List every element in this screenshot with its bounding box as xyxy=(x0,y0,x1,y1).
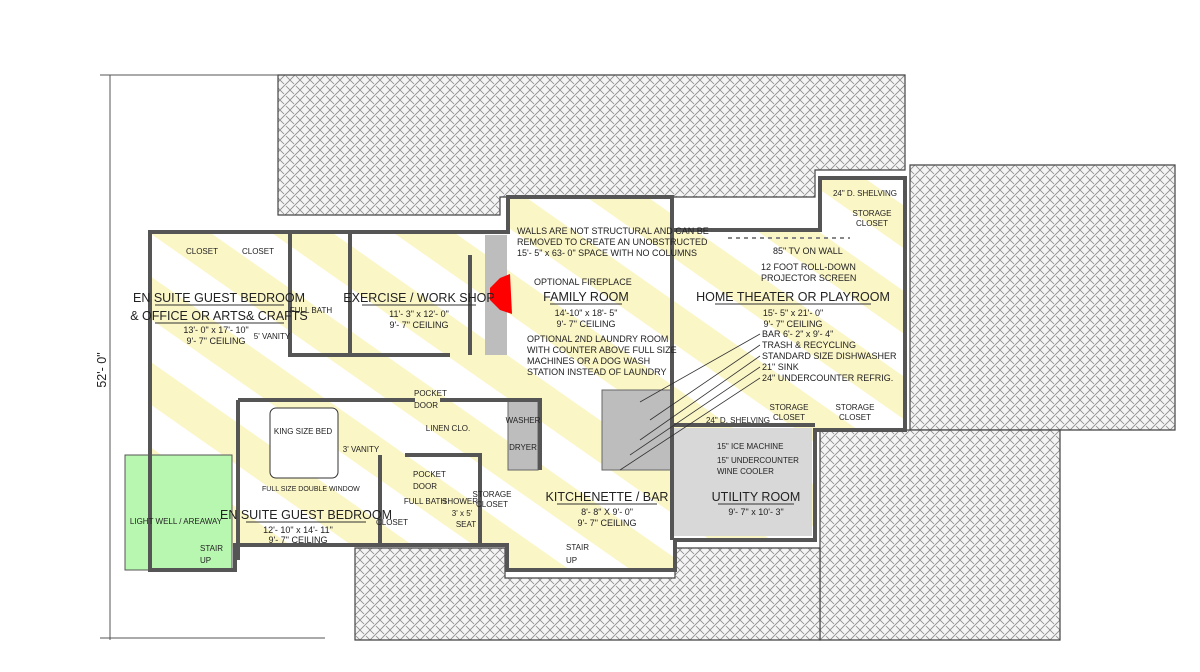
room-name-exercise: EXERCISE / WORK SHOP xyxy=(343,291,494,305)
storage-label: STORAGE xyxy=(770,403,809,412)
laundry-note: STATION INSTEAD OF LAUNDRY xyxy=(527,367,667,377)
room-name-utility: UTILITY ROOM xyxy=(712,490,801,504)
room-ceiling: 9'- 7" CEILING xyxy=(269,535,328,545)
pocket-door-label: POCKET xyxy=(413,470,446,479)
room-ceiling: 9'- 7" CEILING xyxy=(390,320,449,330)
closet-label: CLOSET xyxy=(186,247,218,256)
room-dims: 15'- 5" x 21'- 0" xyxy=(763,308,823,318)
bar-note: STANDARD SIZE DISHWASHER xyxy=(762,351,897,361)
laundry-note: WITH COUNTER ABOVE FULL SIZE xyxy=(527,345,677,355)
projector-note: PROJECTOR SCREEN xyxy=(761,273,856,283)
shelving-label: 24" D. SHELVING xyxy=(833,189,897,198)
room-dims: 12'- 10" x 14'- 11" xyxy=(263,525,333,535)
closet-label: CLOSET xyxy=(773,413,805,422)
laundry-note: OPTIONAL 2ND LAUNDRY ROOM xyxy=(527,334,668,344)
stair-label: STAIR xyxy=(566,543,589,552)
wine-cooler-note: WINE COOLER xyxy=(717,467,774,476)
walls-note: REMOVED TO CREATE AN UNOBSTRUCTED xyxy=(517,237,708,247)
bar-counter xyxy=(601,389,673,471)
fireplace-note: OPTIONAL FIREPLACE xyxy=(534,277,632,287)
shower-size-label: 3' x 5' xyxy=(452,509,473,518)
ice-machine-note: 15" ICE MACHINE xyxy=(717,442,783,451)
wine-cooler-note: 15" UNDERCOUNTER xyxy=(717,456,799,465)
room-dims: 14'-10" x 18'- 5" xyxy=(555,308,618,318)
closet-label: CLOSET xyxy=(376,518,408,527)
room-ceiling: 9'- 7" CEILING xyxy=(557,319,616,329)
bar-note: BAR 6'- 2" x 9'- 4" xyxy=(762,329,833,339)
stair-label: UP xyxy=(566,556,577,565)
room-ceiling: 9'- 7" CEILING xyxy=(187,336,246,346)
laundry-note: MACHINES OR A DOG WASH xyxy=(527,356,650,366)
pocket-door-label: DOOR xyxy=(413,482,437,491)
pocket-door-label: DOOR xyxy=(414,401,438,410)
room-name-guest-bedroom: EN SUITE GUEST BEDROOM xyxy=(220,508,392,522)
washer-label: WASHER xyxy=(506,416,541,425)
king-bed-icon xyxy=(269,407,339,479)
storage-label: STORAGE xyxy=(473,490,512,499)
projector-note: 12 FOOT ROLL-DOWN xyxy=(761,262,856,272)
storage-label: STORAGE xyxy=(853,209,892,218)
room-ceiling: 9'- 7" CEILING xyxy=(764,319,823,329)
bar-note: 21" SINK xyxy=(762,362,799,372)
room-ceiling: 9'- 7" CEILING xyxy=(578,518,637,528)
room-name-kitchenette: KITCHENETTE / BAR xyxy=(546,490,669,504)
stair-label: STAIR xyxy=(200,544,223,553)
exterior-hatch xyxy=(277,74,1176,641)
king-bed-label: KING SIZE BED xyxy=(274,427,332,436)
stair-label: UP xyxy=(200,556,211,565)
full-bath-label: FULL BATH xyxy=(404,497,446,506)
room-dims: 8'- 8" X 9'- 0" xyxy=(581,507,633,517)
linen-closet-label: LINEN CLO. xyxy=(426,424,470,433)
vanity-label: 5' VANITY xyxy=(254,332,291,341)
light-well-label: LIGHT WELL / AREAWAY xyxy=(130,517,223,526)
seat-label: SEAT xyxy=(456,520,476,529)
room-name-guest-office: EN SUITE GUEST BEDROOM xyxy=(133,291,305,305)
closet-label: CLOSET xyxy=(856,219,888,228)
fireplace-icon xyxy=(490,274,512,314)
walls-note: 15'- 5" x 63- 0" SPACE WITH NO COLUMNS xyxy=(517,248,697,258)
shower-label: SHOWER xyxy=(442,497,478,506)
overall-depth-dimension: 52'- 0" xyxy=(95,352,109,387)
bar-note: TRASH & RECYCLING xyxy=(762,340,856,350)
dryer-label: DRYER xyxy=(509,443,537,452)
utility-room-floor xyxy=(672,428,812,536)
window-label: FULL SIZE DOUBLE WINDOW xyxy=(262,486,360,493)
room-name-family: FAMILY ROOM xyxy=(543,290,629,304)
room-dims: 9'- 7" x 10'- 3" xyxy=(728,507,783,517)
walls-note: WALLS ARE NOT STRUCTURAL AND CAN BE xyxy=(517,226,709,236)
room-dims: 11'- 3" x 12'- 0" xyxy=(389,309,449,319)
bar-note: 24" UNDERCOUNTER REFRIG. xyxy=(762,373,893,383)
closet-label: CLOSET xyxy=(839,413,871,422)
room-name-theater: HOME THEATER OR PLAYROOM xyxy=(696,290,890,304)
room-dims: 13'- 0" x 17'- 10" xyxy=(183,325,248,335)
full-bath-label: FULL BATH xyxy=(290,306,332,315)
storage-label: STORAGE xyxy=(836,403,875,412)
tv-note: 85" TV ON WALL xyxy=(773,246,843,256)
light-well xyxy=(124,454,233,571)
closet-label: CLOSET xyxy=(476,500,508,509)
laundry-machines xyxy=(507,399,539,471)
vanity-label: 3' VANITY xyxy=(343,445,380,454)
pocket-door-label: POCKET xyxy=(414,389,447,398)
closet-label: CLOSET xyxy=(242,247,274,256)
shelving-label: 24" D. SHELVING xyxy=(706,416,770,425)
room-name-guest-office-2: & OFFICE OR ARTS& CRAFTS xyxy=(130,309,308,323)
